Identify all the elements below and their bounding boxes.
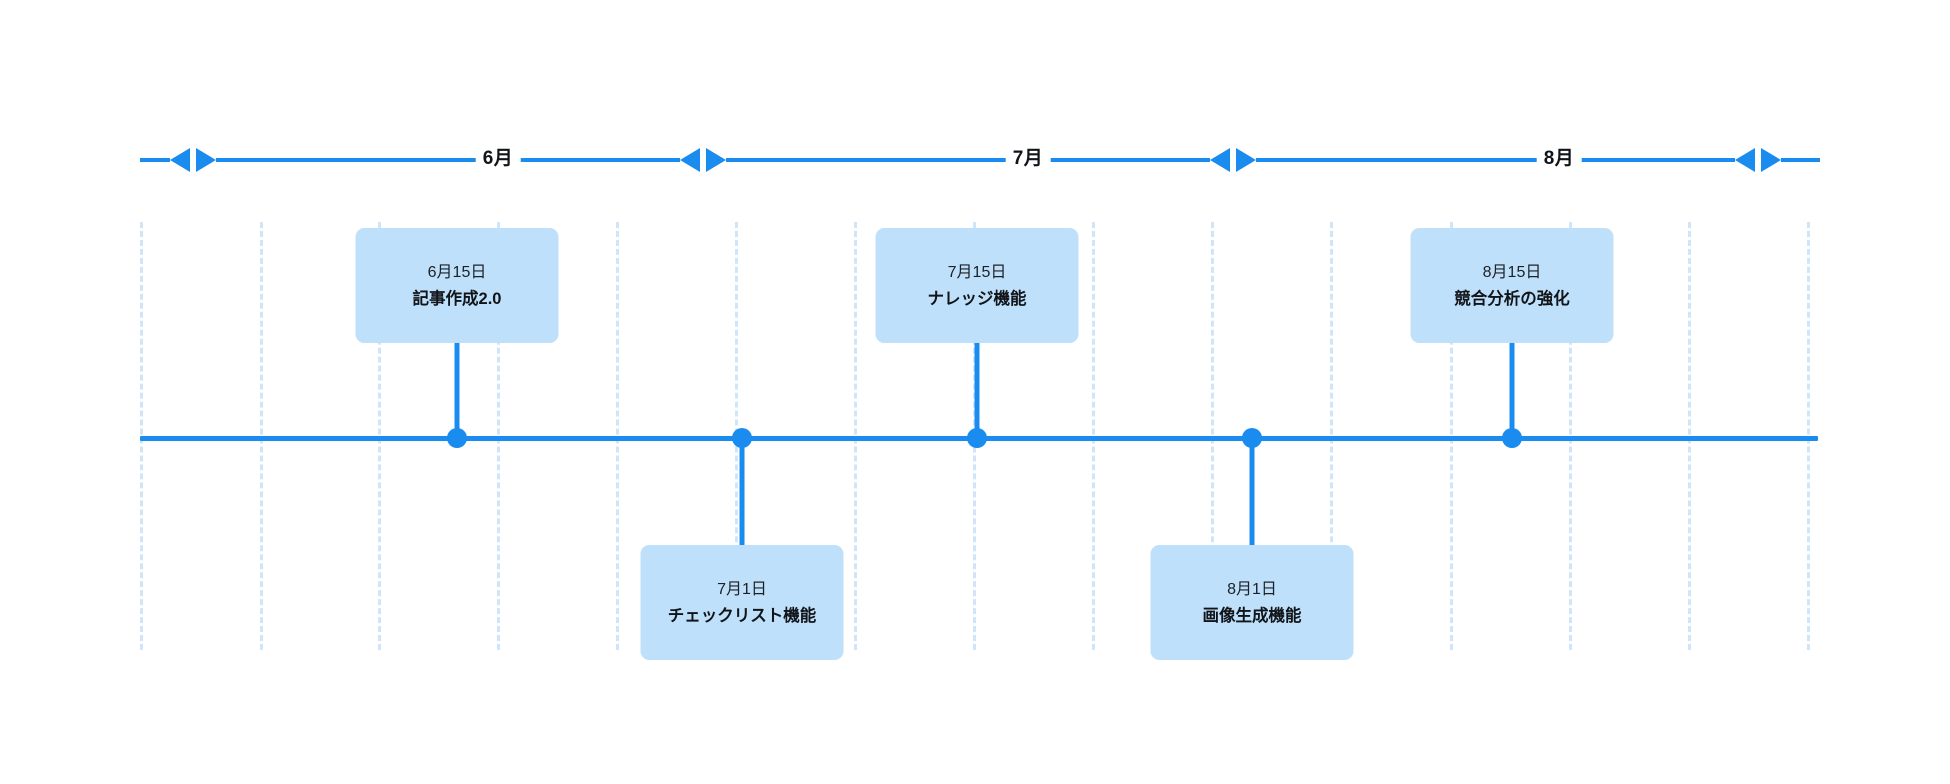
month-header: 6月 7月 8月 — [0, 0, 1950, 200]
header-axis-segment — [216, 158, 680, 162]
event-date: 7月15日 — [947, 263, 1007, 281]
event-date: 8月15日 — [1482, 263, 1542, 281]
event-title: 画像生成機能 — [1202, 606, 1302, 625]
event-title: チェックリスト機能 — [667, 606, 817, 625]
header-axis-segment — [1781, 158, 1820, 162]
timeline-node-dot[interactable] — [1502, 428, 1522, 448]
header-axis-segment — [1256, 158, 1735, 162]
header-axis-segment — [140, 158, 170, 162]
arrow-left-icon — [1735, 148, 1755, 172]
timeline-node-dot[interactable] — [967, 428, 987, 448]
month-label-2: 7月 — [1005, 146, 1051, 172]
arrow-left-icon — [1210, 148, 1230, 172]
event-card[interactable]: 8月1日画像生成機能 — [1150, 545, 1354, 660]
event-date: 7月1日 — [717, 580, 767, 598]
event-title: ナレッジ機能 — [927, 289, 1027, 308]
node-connector — [974, 343, 980, 438]
node-connector — [1509, 343, 1515, 438]
event-card[interactable]: 7月15日ナレッジ機能 — [875, 228, 1079, 343]
node-connector — [739, 438, 745, 545]
event-title: 競合分析の強化 — [1454, 289, 1570, 308]
arrow-right-icon — [706, 148, 726, 172]
timeline-node-dot[interactable] — [732, 428, 752, 448]
arrow-right-icon — [1236, 148, 1256, 172]
event-card[interactable]: 6月15日記事作成2.0 — [355, 228, 559, 343]
event-card[interactable]: 7月1日チェックリスト機能 — [640, 545, 844, 660]
month-label-3: 8月 — [1536, 146, 1582, 172]
arrow-right-icon — [196, 148, 216, 172]
arrow-left-icon — [170, 148, 190, 172]
timeline-node-dot[interactable] — [1242, 428, 1262, 448]
header-axis-segment — [726, 158, 1210, 162]
arrow-right-icon — [1761, 148, 1781, 172]
month-label-1: 6月 — [475, 146, 521, 172]
timeline-node-dot[interactable] — [447, 428, 467, 448]
event-title: 記事作成2.0 — [412, 289, 502, 308]
node-connector — [454, 343, 460, 438]
event-date: 6月15日 — [427, 263, 487, 281]
event-date: 8月1日 — [1227, 580, 1277, 598]
arrow-left-icon — [680, 148, 700, 172]
node-connector — [1249, 438, 1255, 545]
event-card[interactable]: 8月15日競合分析の強化 — [1410, 228, 1614, 343]
